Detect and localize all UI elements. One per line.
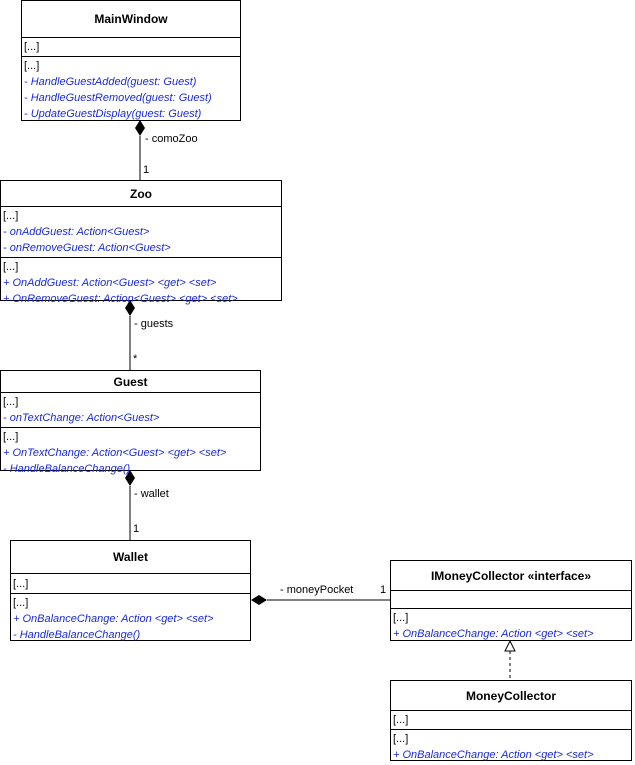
attribute: - onRemoveGuest: Action<Guest> — [3, 242, 171, 254]
operation-placeholder: [...] — [24, 60, 40, 72]
class-wallet[interactable]: Wallet [...] [...] + OnBalanceChange: Ac… — [10, 540, 251, 641]
operation: + OnBalanceChange: Action <get> <set> — [393, 628, 594, 640]
class-title: MoneyCollector — [391, 681, 631, 711]
composition-diamond-zoo — [125, 300, 135, 316]
attributes-section: [...] - onAddGuest: Action<Guest> - onRe… — [1, 207, 281, 258]
multiplicity-label-guest: * — [133, 353, 138, 365]
class-title: Wallet — [11, 541, 250, 574]
attributes-section: [...] — [391, 711, 631, 730]
operation: + OnRemoveGuest: Action<Guest> <get> <se… — [3, 293, 238, 305]
operation-placeholder: [...] — [393, 612, 409, 624]
operation: - HandleBalanceChange() — [3, 463, 131, 475]
operation-placeholder: [...] — [3, 261, 19, 273]
attribute: - onAddGuest: Action<Guest> — [3, 226, 150, 238]
multiplicity-label-zoo: 1 — [143, 164, 150, 176]
role-label-guests: - guests — [134, 318, 174, 330]
operations-section: [...] - HandleGuestAdded(guest: Guest) -… — [22, 57, 240, 123]
operation: - HandleBalanceChange() — [13, 629, 141, 641]
attributes-section: [...] — [22, 38, 240, 57]
operation: - HandleGuestAdded(guest: Guest) — [24, 76, 197, 88]
multiplicity-label-collector: 1 — [380, 584, 387, 596]
attribute-placeholder: [...] — [393, 714, 409, 726]
operation-placeholder: [...] — [393, 733, 409, 745]
attribute: - onTextChange: Action<Guest> — [3, 412, 160, 424]
operations-section: [...] + OnTextChange: Action<Guest> <get… — [1, 428, 260, 478]
operation-placeholder: [...] — [3, 431, 19, 443]
operation: - HandleGuestRemoved(guest: Guest) — [24, 92, 212, 104]
operation: + OnAddGuest: Action<Guest> <get> <set> — [3, 277, 217, 289]
role-label-comozoo: - comoZoo — [145, 133, 198, 145]
composition-diamond-guest — [125, 470, 135, 486]
class-title: Guest — [1, 371, 260, 393]
class-imoneycollector[interactable]: IMoneyCollector «interface» [...] + OnBa… — [390, 560, 632, 641]
class-zoo[interactable]: Zoo [...] - onAddGuest: Action<Guest> - … — [0, 180, 282, 305]
class-moneycollector[interactable]: MoneyCollector [...] [...] + OnBalanceCh… — [390, 680, 632, 761]
class-title: MainWindow — [22, 1, 240, 38]
operations-section: [...] + OnBalanceChange: Action <get> <s… — [391, 730, 631, 764]
attribute-placeholder: [...] — [3, 396, 19, 408]
operations-section: [...] + OnBalanceChange: Action <get> <s… — [391, 609, 631, 643]
attribute-placeholder: [...] — [3, 210, 19, 222]
realization-arrowhead — [504, 639, 516, 652]
operation-placeholder: [...] — [13, 597, 29, 609]
attributes-section: [...] — [11, 574, 250, 594]
role-label-wallet: - wallet — [134, 488, 169, 500]
class-mainwindow[interactable]: MainWindow [...] [...] - HandleGuestAdde… — [21, 0, 241, 121]
operation: - UpdateGuestDisplay(guest: Guest) — [24, 108, 202, 120]
operation: + OnTextChange: Action<Guest> <get> <set… — [3, 447, 227, 459]
operations-section: [...] + OnAddGuest: Action<Guest> <get> … — [1, 258, 281, 308]
attributes-section: [...] - onTextChange: Action<Guest> — [1, 393, 260, 428]
multiplicity-label-wallet: 1 — [133, 523, 140, 535]
role-label-moneypocket: - moneyPocket — [280, 584, 354, 596]
class-guest[interactable]: Guest [...] - onTextChange: Action<Guest… — [0, 370, 261, 475]
class-title: Zoo — [1, 181, 281, 207]
class-title: IMoneyCollector «interface» — [391, 561, 631, 591]
composition-diamond-wallet — [251, 595, 267, 605]
attributes-section — [391, 591, 631, 609]
attribute-placeholder: [...] — [13, 578, 29, 590]
operation: + OnBalanceChange: Action <get> <set> — [393, 749, 594, 761]
composition-diamond-mainwindow — [135, 120, 145, 136]
attribute-placeholder: [...] — [24, 41, 40, 53]
operation: + OnBalanceChange: Action <get> <set> — [13, 613, 214, 625]
operations-section: [...] + OnBalanceChange: Action <get> <s… — [11, 594, 250, 644]
